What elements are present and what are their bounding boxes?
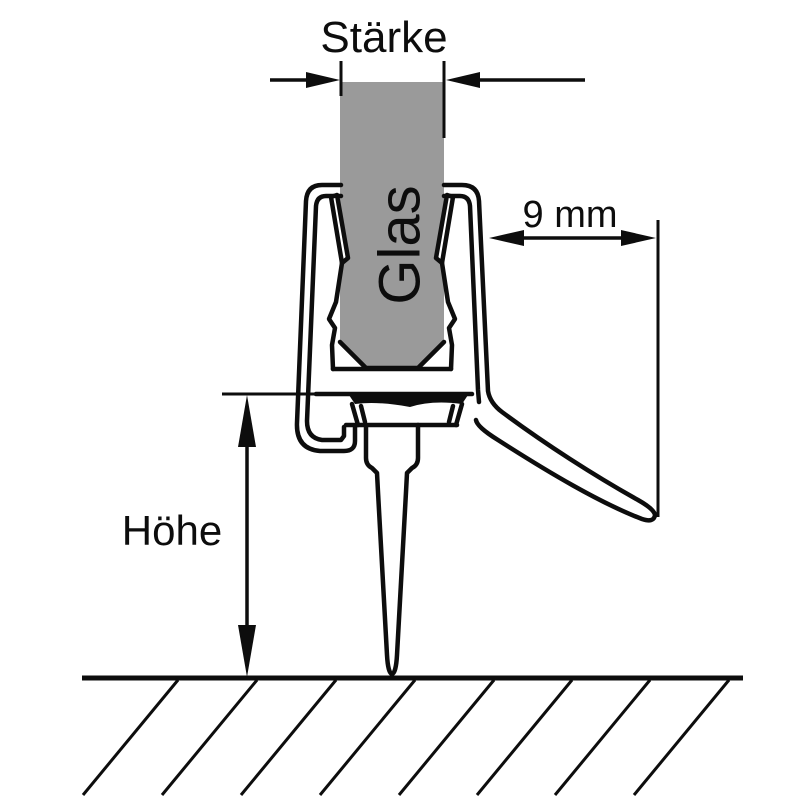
glass-label: Glas — [368, 185, 433, 304]
hatch-line-4 — [318, 679, 417, 796]
pocket-shadow-band — [349, 395, 468, 407]
hatch-line-1 — [81, 679, 180, 796]
thickness-arrowhead-left — [306, 72, 340, 88]
floor-hatching — [81, 675, 743, 796]
hatch-line-7 — [553, 679, 652, 796]
glass-pane-shape — [340, 82, 444, 368]
pocket-left-wall — [349, 401, 361, 428]
height-arrowhead-top — [238, 395, 256, 447]
dimension-offset: 9 mm — [489, 194, 660, 517]
right-grip-wall-with-notch — [439, 260, 458, 372]
seal-profile — [294, 182, 658, 677]
hatch-line-2 — [160, 679, 259, 796]
hatch-line-6 — [475, 679, 574, 796]
offset-label: 9 mm — [523, 194, 618, 236]
left-grip-lip — [328, 192, 351, 266]
pocket-right-wall — [453, 401, 465, 428]
height-label: Höhe — [122, 507, 222, 554]
hatch-line-8 — [632, 679, 731, 796]
offset-arrowhead-right — [621, 230, 656, 246]
right-wall-inner-edge — [441, 193, 482, 405]
dimension-height: Höhe — [122, 392, 336, 677]
offset-arrowhead-left — [489, 230, 524, 246]
hatch-line-5 — [397, 679, 496, 796]
left-wall-outer-edge — [294, 182, 358, 454]
dimension-thickness: Stärke — [270, 13, 585, 138]
center-floor-fin — [363, 422, 421, 677]
glass-panel: Glas — [337, 82, 447, 371]
left-grip-wall-with-notch — [326, 260, 345, 372]
thickness-label: Stärke — [320, 13, 447, 62]
left-wall-inner-edge — [304, 193, 347, 443]
pocket-right-wall-inner — [446, 403, 456, 425]
right-wall-outer-edge-and-deflector-lip — [441, 182, 658, 523]
hatch-line-3 — [239, 679, 338, 796]
height-arrowhead-bottom — [238, 625, 256, 677]
right-grip-lip — [433, 192, 456, 266]
pocket-left-wall-inner — [358, 403, 368, 425]
thickness-arrowhead-right — [446, 72, 480, 88]
